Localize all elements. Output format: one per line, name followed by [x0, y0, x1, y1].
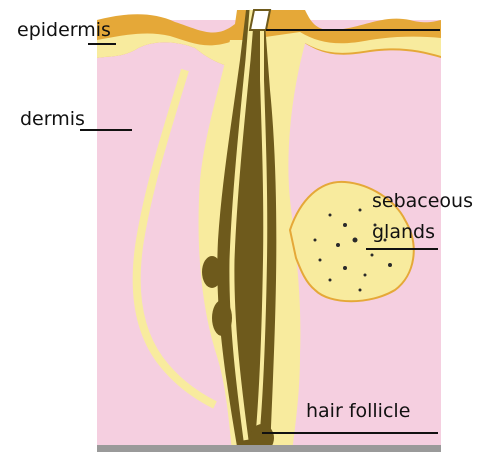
hair-bulb-mid — [212, 300, 232, 336]
sebaceous-glands-label-line1: sebaceous — [372, 190, 473, 212]
bottom-edge — [97, 445, 441, 452]
hair-bulb-left — [202, 256, 222, 288]
hair-follicle-label: hair follicle — [306, 400, 410, 422]
sebaceous-glands-label-line2: glands — [372, 221, 435, 243]
hair-tip — [250, 10, 270, 30]
epidermis-label: epidermis — [17, 19, 111, 41]
dermis-label: dermis — [20, 108, 85, 130]
